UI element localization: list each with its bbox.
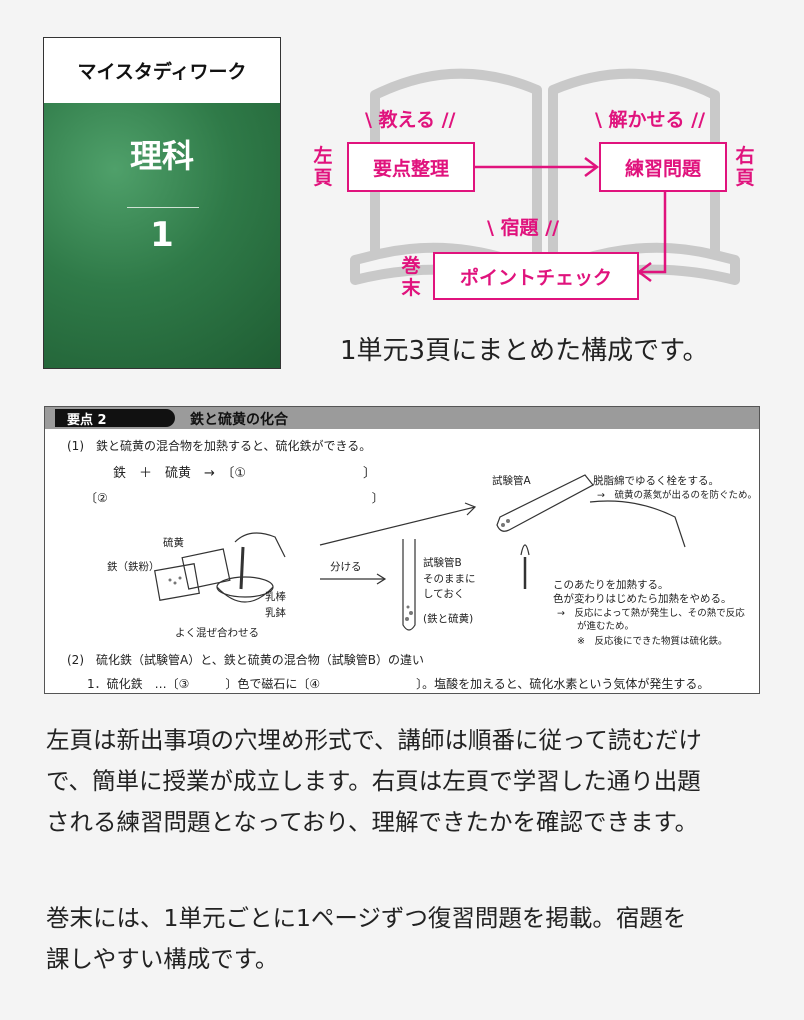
label-tube-a: 試験管A (492, 475, 531, 487)
paragraph-2: 巻末には、1単元ごとに1ページずつ復習問題を掲載。宿題を 課しやすい構成です。 (46, 898, 764, 980)
holder-hand-icon (589, 500, 686, 548)
cover-body: 理科 1 (44, 103, 280, 368)
worksheet-header: 要点 2 鉄と硫黄の化合 (45, 407, 759, 429)
arrow-practice-to-check (639, 190, 667, 274)
note-heat-2: 色が変わりはじめたら加熱をやめる。 (553, 593, 732, 605)
paragraph-2-line-1: 巻末には、1単元ごとに1ページずつ復習問題を掲載。宿題を (46, 904, 687, 932)
test-tube-a (496, 474, 594, 532)
structure-diagram: \ 教える // \ 解かせる // \ 宿題 // 左頁 右頁 巻末 要点整理… (305, 50, 785, 310)
arrow-to-tube-a (319, 506, 476, 546)
pestle-icon (239, 546, 245, 590)
brand-logo: マイスタディワーク (77, 61, 247, 83)
paragraph-1-line-2: で、簡単に授業が成立します。右頁は左頁で学習した通り出題 (46, 767, 701, 795)
paragraph-1-line-1: 左頁は新出事項の穴埋め形式で、講師は順番に従って読むだけ (46, 726, 702, 754)
paragraph-1-line-3: される練習問題となっており、理解できたかを確認できます。 (46, 808, 699, 836)
diagram-caption: 1単元3頁にまとめた構成です。 (340, 336, 709, 366)
label-sulfur: 硫黄 (163, 537, 184, 549)
box-practice: 練習問題 (599, 142, 727, 192)
question-2: (2) 硫化鉄（試験管A）と、鉄と硫黄の混合物（試験管B）の違い (67, 653, 424, 667)
question-2-line: 1．硫化鉄 …〔③ 〕色で磁石に〔④ 〕。塩酸を加えると、硫化水素という気体が発… (87, 677, 710, 691)
tube-b-note-2: しておく (423, 588, 465, 600)
label-mix: よく混ぜ合わせる (175, 627, 259, 639)
cover-header: マイスタディワーク (44, 38, 280, 103)
box-check: ポイントチェック (433, 252, 639, 300)
tube-b-note-3: (鉄と硫黄) (423, 613, 474, 625)
note-cotton: 脱脂綿でゆるく栓をする。 (593, 475, 719, 487)
label-end-page: 巻末 (401, 255, 421, 299)
sulfur-paper (181, 548, 231, 590)
paragraph-1: 左頁は新出事項の穴埋め形式で、講師は順番に従って読むだけ で、簡単に授業が成立し… (46, 720, 764, 843)
note-heat-1: このあたりを加熱する。 (553, 579, 669, 591)
note-heat-5: ※ 反応後にできた物質は硫化鉄。 (577, 636, 728, 647)
flame-icon (520, 544, 530, 556)
cover-subject: 理科 (129, 137, 194, 175)
sample-worksheet: 要点 2 鉄と硫黄の化合 (1) 鉄と硫黄の混合物を加熱すると、硫化鉄ができる。… (44, 406, 760, 694)
label-left-page: 左頁 (313, 145, 333, 189)
test-tube-b (402, 539, 416, 631)
blank-2: 〔② 〕 (85, 491, 384, 505)
experiment-illustration (154, 474, 686, 631)
label-split: 分ける (330, 561, 362, 573)
worksheet-title: 鉄と硫黄の化合 (190, 412, 288, 428)
cover-divider (127, 207, 199, 208)
textbook-cover: マイスタディワーク 理科 1 (43, 37, 281, 369)
label-homework: \ 宿題 // (487, 217, 560, 239)
label-pestle: 乳棒 (265, 591, 286, 603)
label-right-page: 右頁 (735, 145, 755, 189)
note-heat-4: が進むため。 (577, 621, 635, 632)
label-solve: \ 解かせる // (595, 109, 706, 131)
equation-line: 鉄 ＋ 硫黄 → 〔① 〕 (113, 466, 377, 481)
label-teach: \ 教える // (365, 109, 456, 131)
iron-paper (154, 563, 200, 601)
box-summary: 要点整理 (347, 142, 475, 192)
label-iron: 鉄（鉄粉） (107, 561, 160, 573)
label-mortar: 乳鉢 (265, 607, 286, 619)
tube-b-note-1: そのままに (423, 573, 476, 585)
question-1: (1) 鉄と硫黄の混合物を加熱すると、硫化鉄ができる。 (67, 439, 372, 453)
note-cotton-2: → 硫黄の蒸気が出るのを防ぐため。 (597, 490, 757, 501)
note-heat-3: → 反応によって熱が発生し、その熱で反応 (557, 608, 745, 619)
cover-number: 1 (150, 215, 174, 255)
section-tag: 要点 2 (55, 409, 175, 428)
paragraph-2-line-2: 課しやすい構成です。 (46, 945, 279, 973)
label-tube-b: 試験管B (423, 557, 462, 569)
hand-icon (234, 532, 286, 558)
